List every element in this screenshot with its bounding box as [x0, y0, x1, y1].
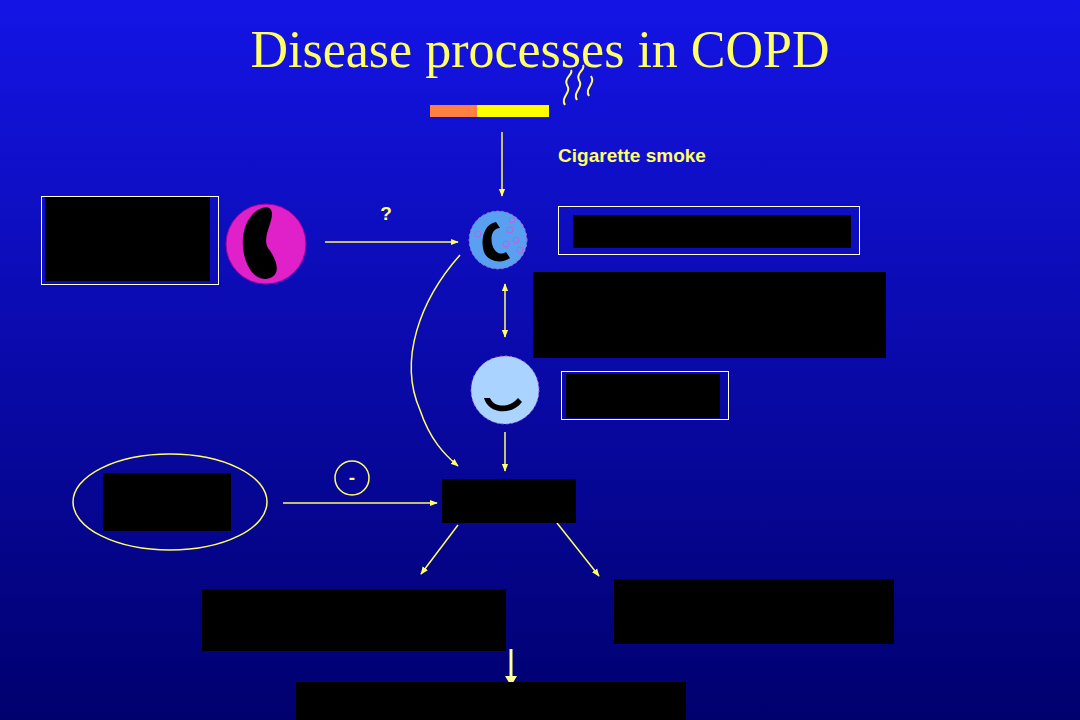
slide-title: Disease processes in COPD: [250, 20, 829, 80]
redacted-boxes: [42, 197, 895, 720]
thick-arrow: [510, 649, 513, 676]
inhibition-sign: -: [349, 467, 355, 489]
smoke-label: Cigarette smoke: [558, 145, 706, 167]
neutrophil-cell: [471, 356, 539, 424]
inhibition-circle: [335, 461, 369, 495]
macrophage-cell: [469, 211, 527, 269]
eosinophil-cell: [226, 204, 306, 284]
unknown-mark: ?: [380, 203, 392, 225]
